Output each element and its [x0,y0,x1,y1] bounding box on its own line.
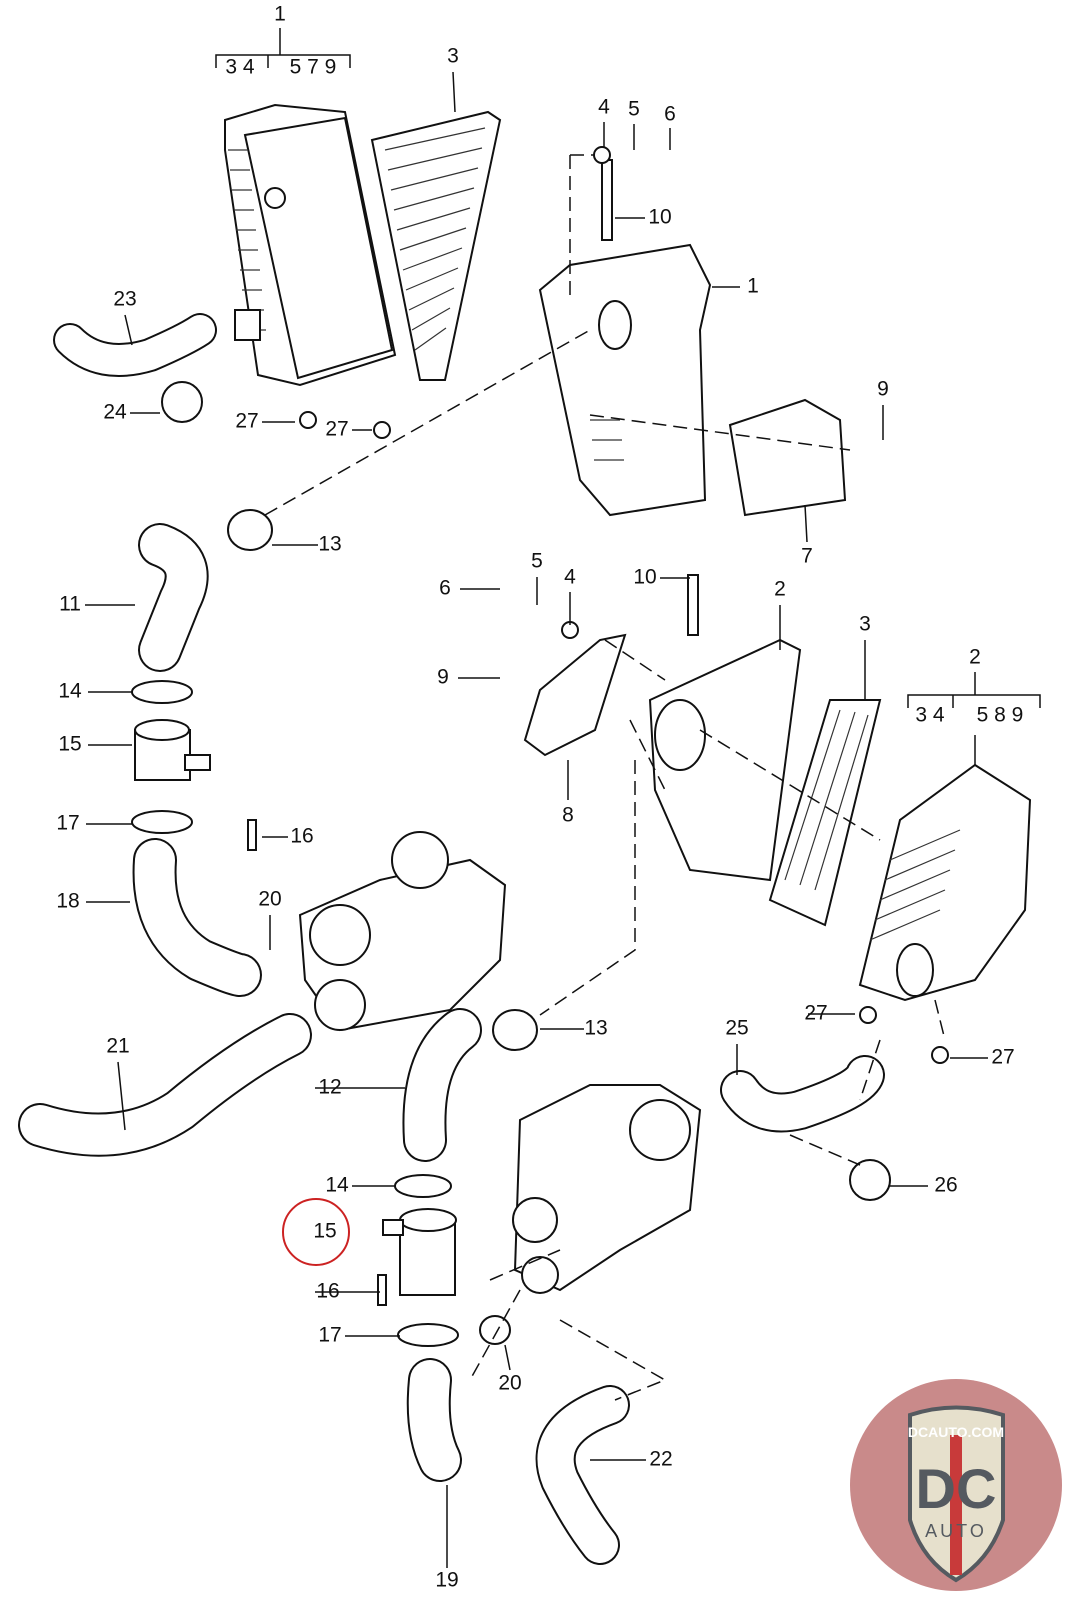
logo-text-main: DC [916,1457,997,1520]
callout-5: 5 [628,98,640,121]
callout-25: 25 [725,1017,748,1040]
callout-18: 18 [56,890,79,913]
callout-3: 3 [447,45,459,68]
callout-21: 21 [106,1035,129,1058]
callout-27: 27 [991,1046,1014,1069]
group-1-left: 3 4 [225,56,255,79]
callout-20: 20 [258,888,281,911]
turbocharger-upper [298,831,507,1032]
callout-4: 4 [598,96,610,119]
callout-5: 5 [531,550,543,573]
group-2-left: 3 4 [915,704,945,727]
group-bracket-2: 2 3 4 5 8 9 [907,646,1041,727]
air-filter-housing-upper-left [224,103,397,387]
callout-3: 3 [859,613,871,636]
brackets [523,159,699,757]
callout-27: 27 [325,418,348,441]
callout-17: 17 [56,812,79,835]
callout-10: 10 [633,566,656,589]
callout-13: 13 [318,533,341,556]
callout-13: 13 [584,1017,607,1040]
callout-2: 2 [774,578,786,601]
callout-9: 9 [437,666,449,689]
callout-26: 26 [934,1174,957,1197]
callout-24: 24 [103,401,127,424]
callout-19: 19 [435,1569,458,1592]
callout-group-1: 1 [274,3,286,26]
callout-16: 16 [316,1280,339,1303]
callout-6: 6 [664,103,676,126]
callout-16: 16 [290,825,313,848]
group-bracket-1: 1 3 4 5 7 9 [215,3,351,79]
air-filter-element-upper [370,110,502,381]
group-1-right: 5 7 9 [290,56,337,79]
callout-14: 14 [325,1174,349,1197]
callout-group-2: 2 [969,646,981,669]
logo-text-bottom: AUTO [925,1521,987,1541]
callout-27: 27 [235,410,258,433]
callout-10: 10 [648,206,671,229]
callout-6: 6 [439,577,451,600]
callout-4: 4 [564,566,576,589]
callout-11: 11 [59,593,81,616]
callout-7: 7 [801,545,813,568]
callout-9: 9 [877,378,889,401]
callout-12: 12 [318,1076,341,1099]
callout-17: 17 [318,1324,341,1347]
turbocharger-lower [512,1084,702,1294]
callout-14: 14 [58,680,82,703]
callout-22: 22 [649,1448,672,1471]
callout-27: 27 [804,1002,827,1025]
callout-8: 8 [562,804,574,827]
hoses [18,313,885,1565]
callout-15: 15 [313,1220,336,1243]
callout-20: 20 [498,1372,521,1395]
callout-1: 1 [747,275,759,298]
group-2-right: 5 8 9 [977,704,1024,727]
highlight-circle [282,1198,350,1266]
air-filter-cover-upper-right [538,243,847,517]
air-filter-housing-lower [648,638,1032,1002]
logo-text-top: DCAUTO.COM [908,1424,1004,1440]
dcauto-logo: DCAUTO.COM DC AUTO [850,1379,1062,1591]
leader-lines [85,71,988,1568]
callout-15: 15 [58,733,81,756]
callout-23: 23 [113,288,136,311]
rings-sensors [131,146,949,1347]
